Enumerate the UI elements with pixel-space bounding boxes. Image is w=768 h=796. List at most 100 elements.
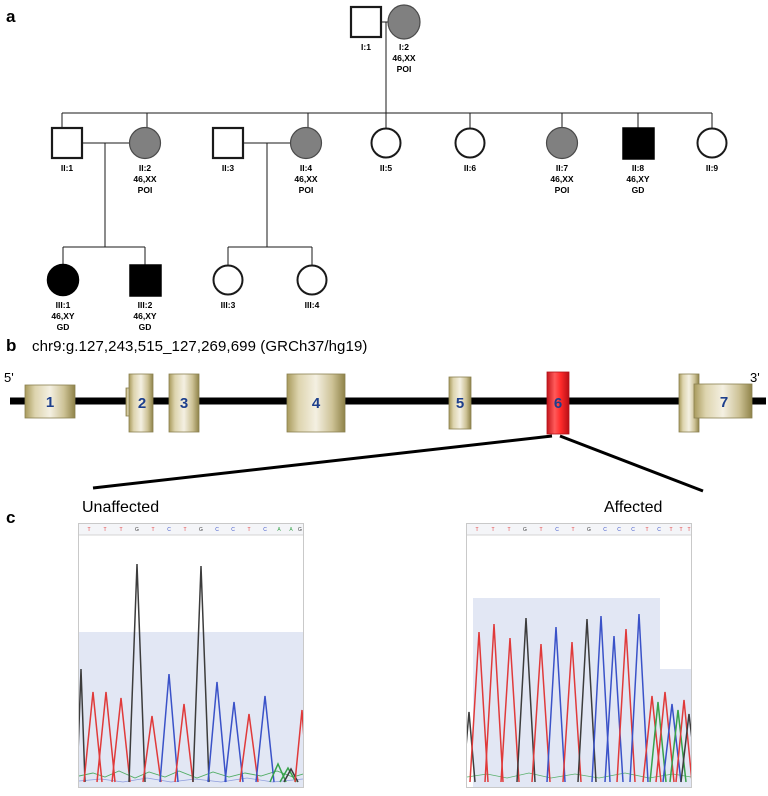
exon-5-number: 5: [456, 395, 464, 412]
svg-text:A: A: [277, 527, 281, 533]
pedigree-karyotype-III-2: 46,XY: [133, 311, 156, 321]
exon-2: 2: [125, 373, 154, 433]
exon-3-number: 3: [180, 395, 188, 412]
pedigree-karyotype-II-4: 46,XX: [294, 174, 317, 184]
pedigree-symbol-II-1: [50, 126, 84, 160]
pedigree-symbol-I-1: [349, 5, 383, 39]
pedigree-label-III-1: III:1: [56, 300, 71, 310]
svg-text:C: C: [263, 527, 267, 533]
svg-text:T: T: [151, 527, 154, 533]
svg-text:T: T: [679, 527, 682, 533]
svg-text:G: G: [587, 527, 591, 533]
chromatogram-affected: T T T G T C T G C C C T C T T T: [466, 523, 692, 788]
chromatogram-title-unaffected: Unaffected: [82, 499, 160, 516]
pedigree-diagnosis-III-2: GD: [139, 322, 152, 330]
shading-affected-main: [473, 598, 660, 787]
pedigree-label-II-9: II:9: [706, 163, 719, 173]
svg-text:C: C: [231, 527, 235, 533]
panel-c-letter: c: [6, 508, 16, 527]
svg-text:C: C: [631, 527, 635, 533]
exon-2-number: 2: [138, 395, 146, 412]
svg-text:T: T: [669, 527, 672, 533]
baseline-noise-green-unaffected: [79, 770, 303, 779]
panel-a-pedigree: a: [0, 0, 768, 330]
exon-1-number: 1: [46, 394, 54, 411]
pedigree-label-III-4: III:4: [305, 300, 320, 310]
basecall-ticks-affected: T T T G T C T G C C C T C T T T: [475, 527, 690, 533]
svg-text:T: T: [119, 527, 122, 533]
pedigree-symbol-III-2: [129, 264, 162, 297]
pedigree-symbol-III-1: [46, 263, 80, 297]
svg-text:T: T: [571, 527, 574, 533]
panel-a-letter: a: [6, 7, 16, 26]
svg-text:T: T: [687, 527, 690, 533]
pedigree-symbol-II-9: [696, 127, 728, 159]
chromatogram-affected-trace: T T T G T C T G C C C T C T T T: [467, 524, 691, 787]
pedigree-label-II-8: II:8: [632, 163, 645, 173]
panel-c-chromatograms: c Unaffected Affected T T T G T C T G C …: [0, 495, 768, 796]
svg-text:C: C: [555, 527, 559, 533]
pedigree-karyotype-I-2: 46,XX: [392, 53, 415, 63]
pedigree-diagnosis-II-7: POI: [555, 185, 570, 195]
pedigree-label-II-1: II:1: [61, 163, 74, 173]
svg-text:G: G: [135, 527, 139, 533]
peaks-affected: [467, 613, 691, 783]
svg-text:A: A: [289, 527, 293, 533]
pedigree-label-II-5: II:5: [380, 163, 393, 173]
exon6-connector-lines: [92, 434, 704, 493]
basecall-strip-affected: [467, 524, 691, 535]
exon-5: 5: [448, 376, 472, 430]
chromatogram-title-affected: Affected: [604, 499, 663, 516]
svg-text:T: T: [491, 527, 494, 533]
pedigree-symbol-III-4: [296, 264, 328, 296]
pedigree-symbol-III-3: [212, 264, 244, 296]
exon-7-number: 7: [720, 394, 728, 411]
chromatogram-unaffected: T T T G T C T G C C T C A A G: [78, 523, 304, 788]
pedigree-symbol-II-6: [454, 127, 486, 159]
svg-text:C: C: [603, 527, 607, 533]
svg-text:T: T: [475, 527, 478, 533]
basecall-ticks-unaffected: T T T G T C T G C C T C A A G: [87, 527, 302, 533]
svg-text:T: T: [87, 527, 90, 533]
pedigree-label-II-2: II:2: [139, 163, 152, 173]
peaks-unaffected: [79, 563, 303, 783]
svg-text:C: C: [657, 527, 661, 533]
pedigree-label-II-6: II:6: [464, 163, 477, 173]
pedigree-karyotype-II-2: 46,XX: [133, 174, 156, 184]
pedigree-label-II-4: II:4: [300, 163, 313, 173]
pedigree-diagnosis-II-2: POI: [138, 185, 153, 195]
pedigree-diagnosis-II-8: GD: [632, 185, 645, 195]
pedigree-diagnosis-III-1: GD: [57, 322, 70, 330]
svg-text:T: T: [645, 527, 648, 533]
exon-6-number: 6: [554, 395, 562, 412]
exon-7: 7: [678, 373, 753, 433]
pedigree-diagnosis-I-2: POI: [397, 64, 412, 74]
svg-text:T: T: [247, 527, 250, 533]
five-prime-label: 5': [4, 370, 14, 385]
svg-text:C: C: [617, 527, 621, 533]
pedigree-symbol-II-5: [370, 127, 402, 159]
chromatogram-unaffected-trace: T T T G T C T G C C T C A A G: [79, 524, 303, 787]
svg-text:C: C: [215, 527, 219, 533]
pedigree-label-III-3: III:3: [221, 300, 236, 310]
genomic-coordinates: chr9:g.127,243,515_127,269,699 (GRCh37/h…: [32, 338, 368, 355]
pedigree-label-II-7: II:7: [556, 163, 569, 173]
pedigree-symbol-II-2: [128, 126, 162, 160]
exon-1: 1: [24, 384, 76, 419]
exon-6-highlighted: 6: [546, 371, 570, 435]
svg-text:T: T: [183, 527, 186, 533]
pedigree-symbol-II-3: [211, 126, 245, 160]
svg-text:G: G: [199, 527, 203, 533]
svg-text:T: T: [539, 527, 542, 533]
svg-text:C: C: [167, 527, 171, 533]
pedigree-symbol-II-7: [545, 126, 579, 160]
pedigree-label-I-1: I:1: [361, 42, 371, 52]
pedigree-label-III-2: III:2: [138, 300, 153, 310]
pedigree-label-I-2: I:2: [399, 42, 409, 52]
panel-b-letter: b: [6, 336, 17, 355]
basecall-strip-unaffected: [79, 524, 303, 535]
exon-4-number: 4: [312, 395, 321, 412]
svg-text:T: T: [507, 527, 510, 533]
pedigree-karyotype-II-8: 46,XY: [626, 174, 649, 184]
three-prime-label: 3': [750, 370, 760, 385]
